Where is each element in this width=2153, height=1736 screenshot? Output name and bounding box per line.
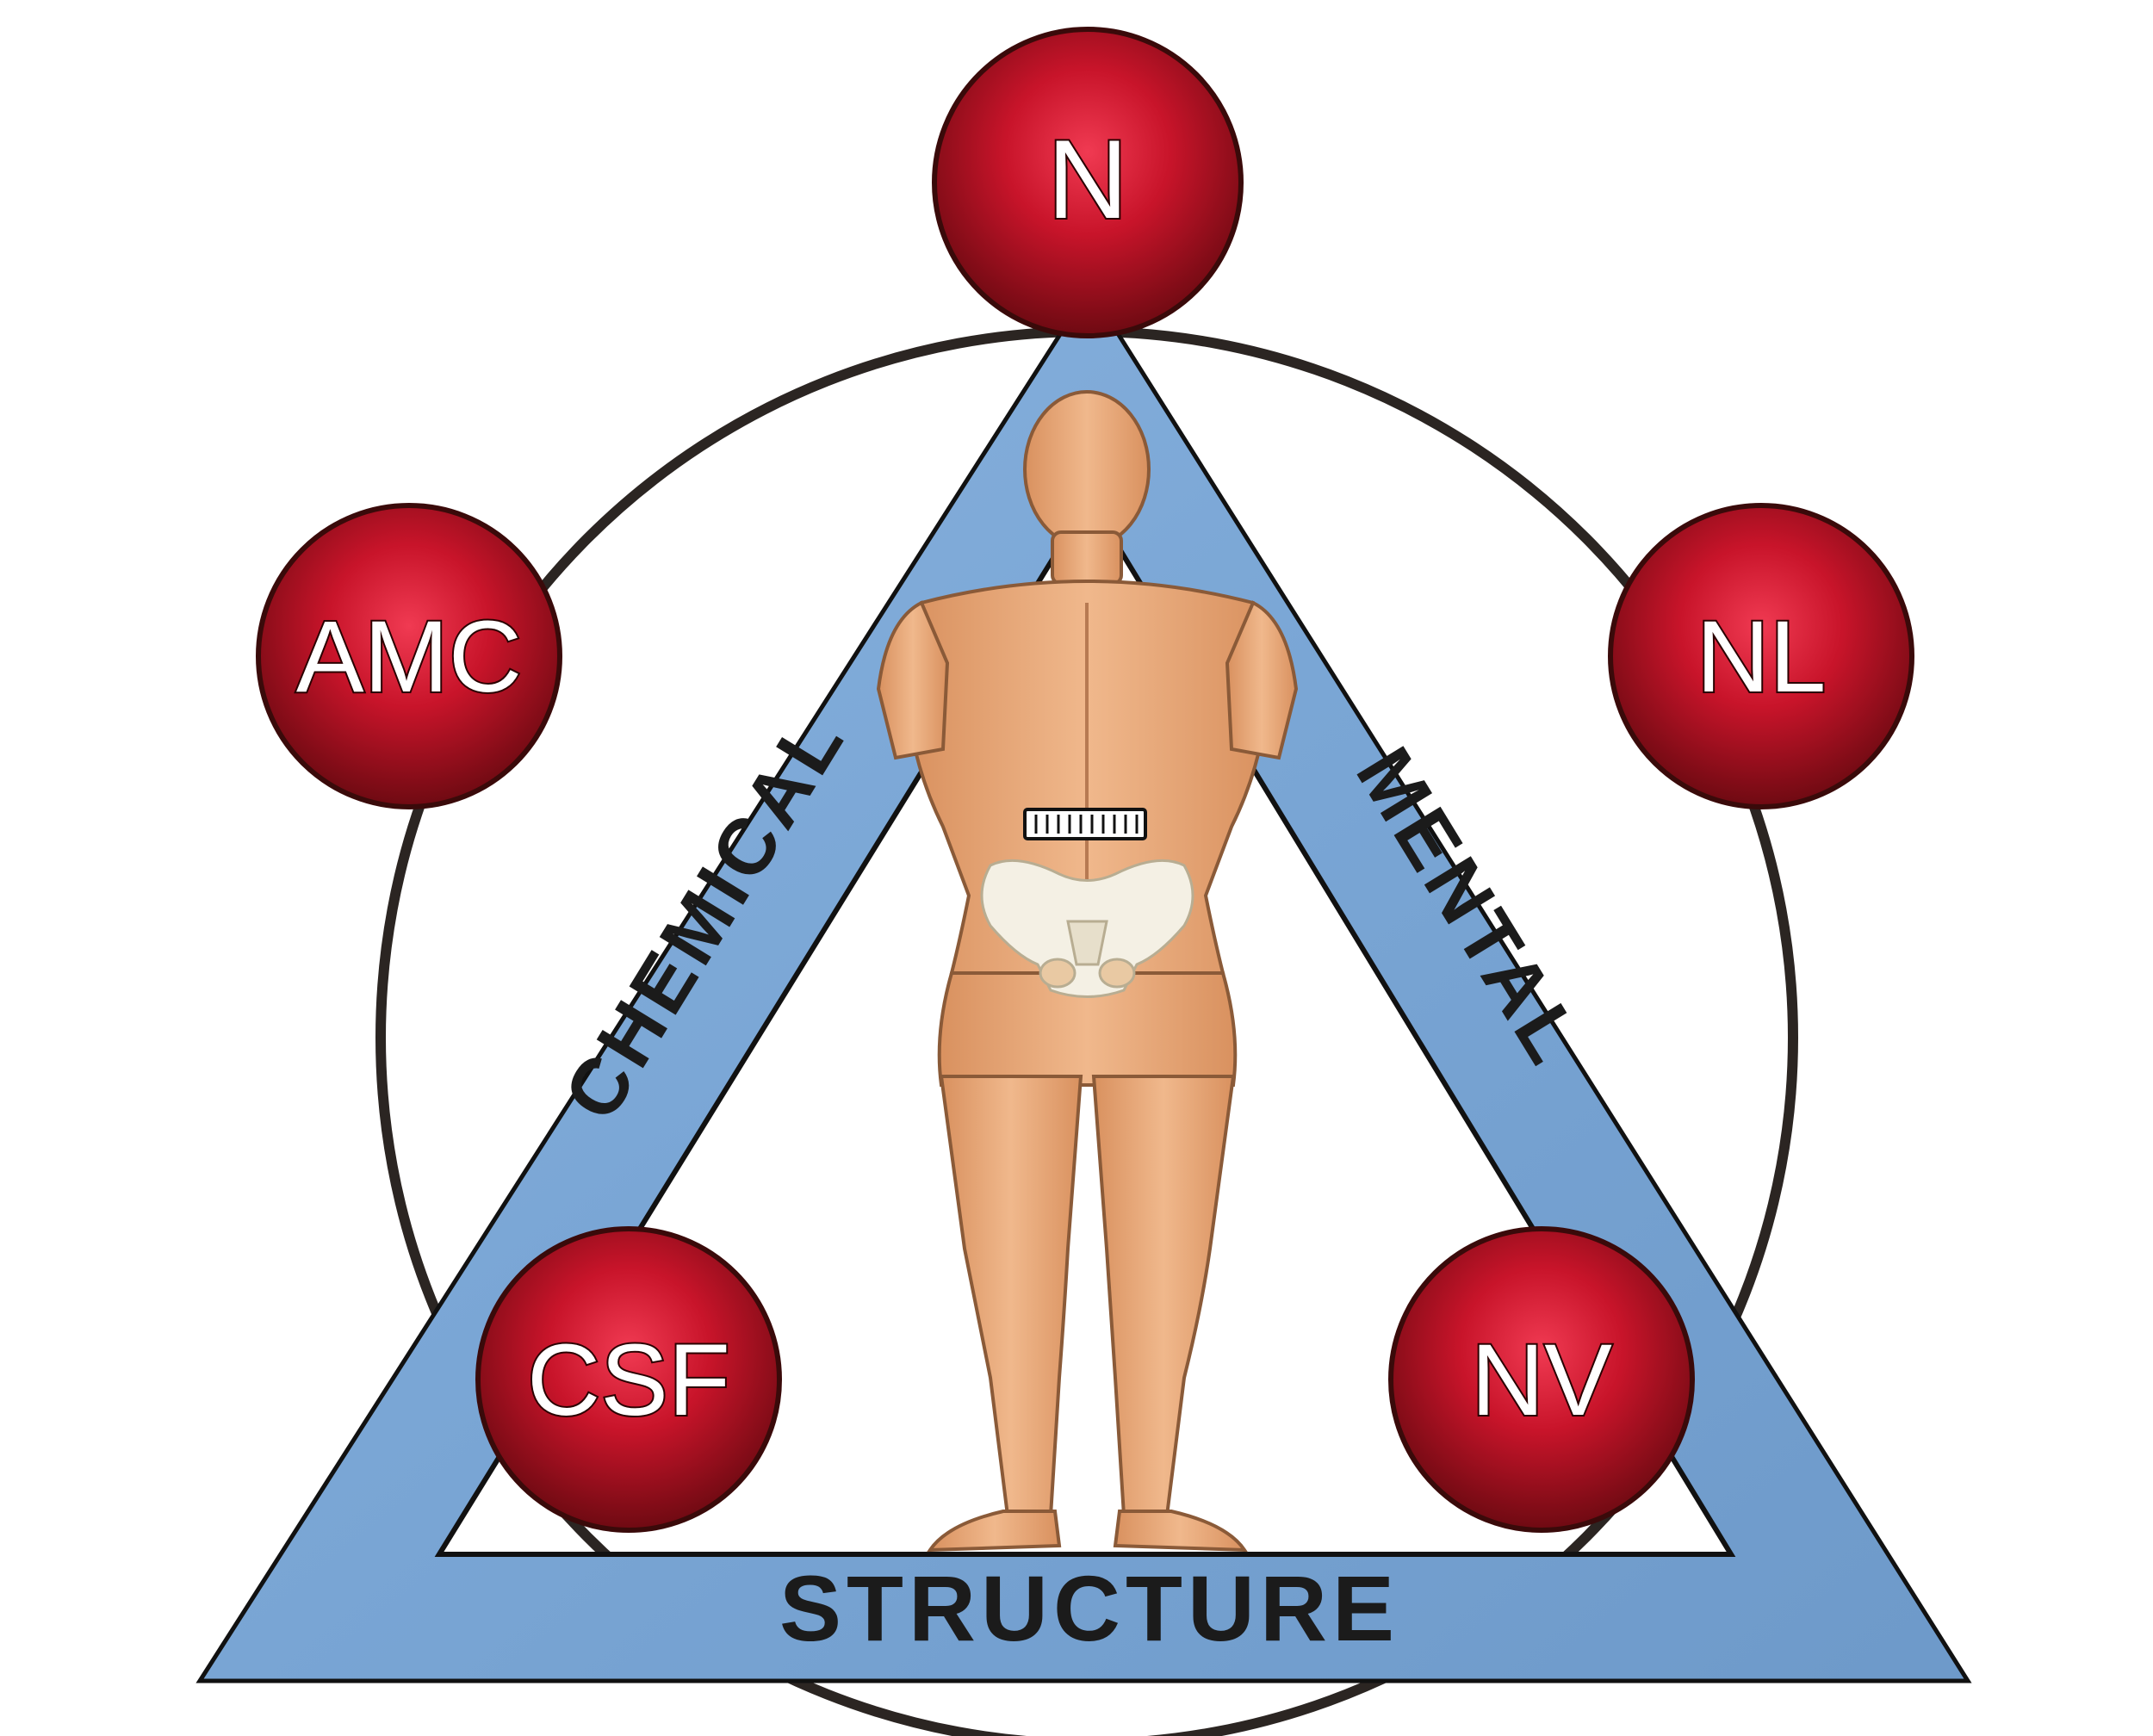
node-nl-label: NL (1697, 600, 1827, 714)
node-csf: CSF (475, 1226, 782, 1533)
node-nv: NV (1388, 1226, 1695, 1533)
lumbar-brace-icon (1023, 808, 1147, 840)
node-csf-label: CSF (527, 1324, 730, 1437)
pelvis-bone-icon (980, 859, 1194, 998)
node-nl: NL (1608, 503, 1914, 809)
node-nv-label: NV (1471, 1324, 1612, 1437)
node-amc: AMC (256, 503, 562, 809)
side-label-structure: STRUCTURE (779, 1556, 1399, 1660)
node-n: N (932, 27, 1244, 338)
node-n-label: N (1047, 116, 1128, 242)
node-amc-label: AMC (296, 600, 522, 714)
